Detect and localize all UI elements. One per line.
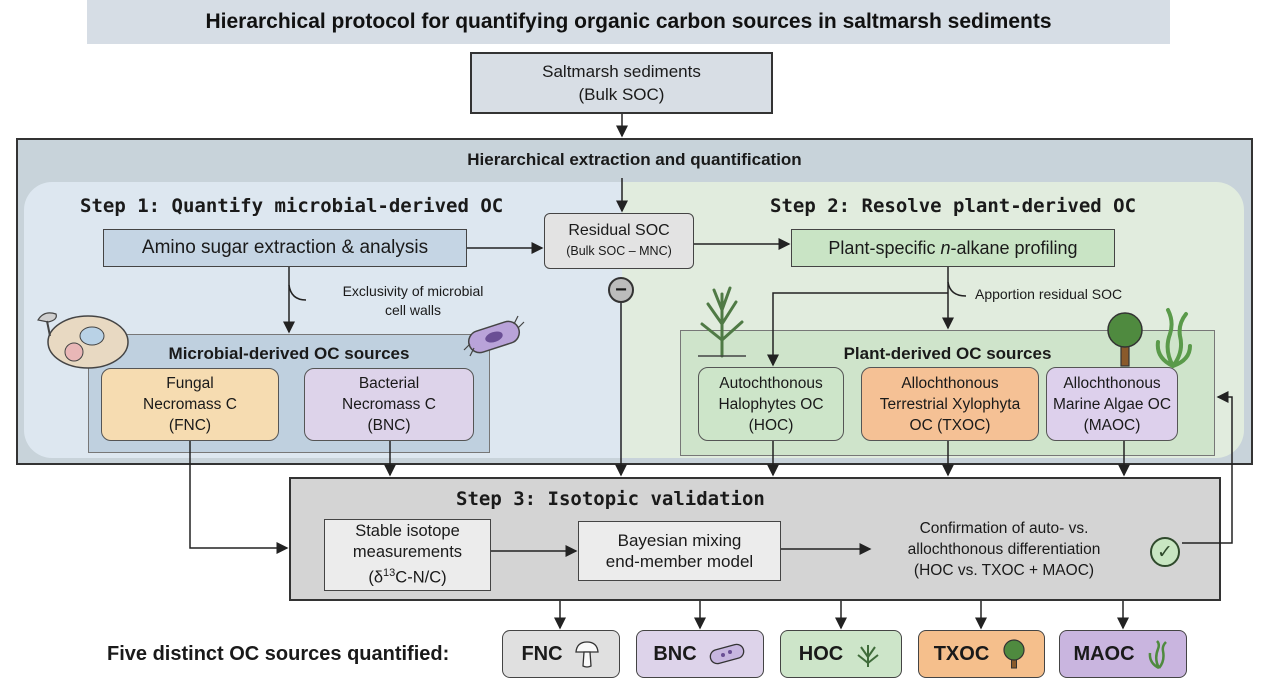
seaweed-icon <box>1148 640 1167 669</box>
amino-sugar-box: Amino sugar extraction & analysis <box>103 229 467 267</box>
diagram-title: Hierarchical protocol for quantifying or… <box>87 0 1170 44</box>
plant-group-title: Plant-derived OC sources <box>843 344 1052 363</box>
confirmation-text: Confirmation of auto- vs. allochthonous … <box>907 520 1101 579</box>
exclusivity-note: Exclusivity of microbial cell walls <box>342 283 484 318</box>
residual-soc-line2: (Bulk SOC – MNC) <box>566 244 672 258</box>
final-bnc-box: BNC <box>636 630 764 678</box>
final-maoc-box: MAOC <box>1059 630 1187 678</box>
bulk-soc-box: Saltmarsh sediments (Bulk SOC) <box>470 52 773 114</box>
halophyte-plant-icon <box>857 645 879 667</box>
microbial-group-title: Microbial-derived OC sources <box>168 344 410 363</box>
bacterium-illustration-icon <box>463 315 525 357</box>
seaweed-illustration-icon <box>1155 308 1192 368</box>
step1-heading: Step 1: Quantify microbial-derived OC <box>80 195 504 217</box>
minus-icon: − <box>608 277 634 303</box>
alkane-profiling-label: Plant-specific n-alkane profiling <box>828 237 1078 258</box>
apportion-note: Apportion residual SOC <box>975 286 1123 302</box>
final-label: Five distinct OC sources quantified: <box>107 643 450 665</box>
final-fnc-box: FNC <box>502 630 620 678</box>
extraction-panel-heading: Hierarchical extraction and quantificati… <box>467 150 802 169</box>
residual-soc-box: Residual SOC (Bulk SOC – MNC) <box>544 213 694 269</box>
cell-icon <box>37 312 129 369</box>
alkane-profiling-box: Plant-specific n-alkane profiling <box>791 229 1115 267</box>
step3-heading: Step 3: Isotopic validation <box>456 488 765 510</box>
residual-soc-line1: Residual SOC <box>568 222 670 239</box>
halophyte-illustration-icon <box>698 286 746 358</box>
check-icon: ✓ <box>1150 537 1180 567</box>
bacterium-icon <box>709 643 744 665</box>
tree-icon <box>1003 639 1025 669</box>
bulk-soc-line1: Saltmarsh sediments <box>542 62 701 81</box>
tree-illustration-icon <box>1107 312 1143 367</box>
final-hoc-box: HOC <box>780 630 902 678</box>
bulk-soc-line2: (Bulk SOC) <box>578 85 665 104</box>
mushroom-icon <box>574 641 599 668</box>
step2-heading: Step 2: Resolve plant-derived OC <box>770 195 1137 217</box>
final-txoc-box: TXOC <box>918 630 1045 678</box>
